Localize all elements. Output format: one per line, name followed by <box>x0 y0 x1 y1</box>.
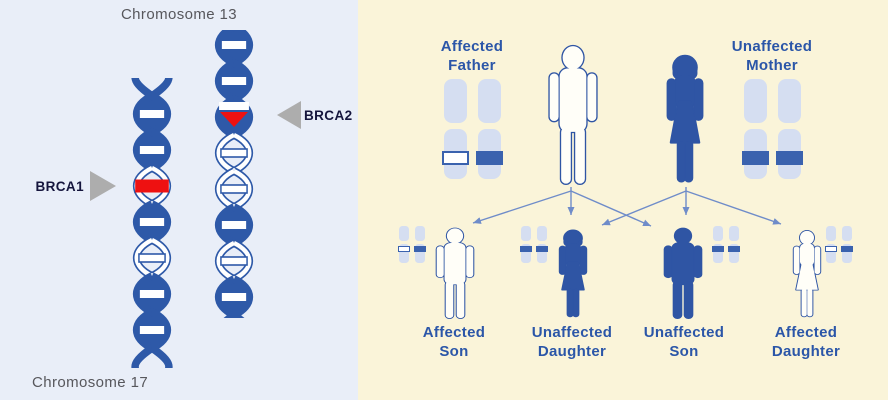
unaffected-daughter-figure <box>558 229 588 318</box>
normal-band <box>520 246 532 252</box>
mother-figure <box>666 54 704 183</box>
mutated-band <box>825 246 837 252</box>
mother-chromosome-pair-icon <box>742 79 803 179</box>
affected-daughter-chromosome-pair-icon <box>825 226 853 263</box>
brca1-arrow-icon <box>90 171 116 201</box>
mutated-band <box>398 246 410 252</box>
affected-daughter-figure <box>792 230 822 318</box>
brca2-arrow-icon <box>277 101 301 129</box>
brca2-gene-label: BRCA2 <box>304 108 353 123</box>
normal-band <box>742 151 769 165</box>
chromosome-panel: Chromosome 13 BRCA1 BRCA2 Chromosome 17 <box>0 0 358 400</box>
chromosome-17-label: Chromosome 17 <box>32 374 149 391</box>
unaffected-son-figure <box>663 227 703 320</box>
normal-band <box>728 246 740 252</box>
chromosome-13-label: Chromosome 13 <box>120 6 238 23</box>
mutated-band <box>442 151 469 165</box>
affected-son-label: Affected Son <box>422 324 486 360</box>
mother-label: Unaffected Mother <box>731 38 813 74</box>
dna-helix-chromosome-17-icon <box>131 78 173 368</box>
unaffected-son-label: Unaffected Son <box>643 324 725 360</box>
normal-band <box>414 246 426 252</box>
normal-band <box>841 246 853 252</box>
father-label: Affected Father <box>440 38 504 74</box>
affected-son-figure <box>435 227 475 320</box>
normal-band <box>536 246 548 252</box>
normal-band <box>712 246 724 252</box>
brca1-gene-label: BRCA1 <box>35 179 84 194</box>
affected-daughter-label: Affected Daughter <box>771 324 841 360</box>
unaffected-daughter-label: Unaffected Daughter <box>531 324 613 360</box>
normal-band <box>776 151 803 165</box>
unaffected-son-chromosome-pair-icon <box>712 226 740 263</box>
dna-helix-chromosome-13-icon <box>214 30 254 318</box>
father-chromosome-pair-icon <box>442 79 503 179</box>
pedigree-panel: Affected Father Unaffected Mother <box>358 0 888 400</box>
normal-band <box>476 151 503 165</box>
unaffected-daughter-chromosome-pair-icon <box>520 226 548 263</box>
affected-son-chromosome-pair-icon <box>398 226 426 263</box>
father-figure <box>548 44 598 185</box>
